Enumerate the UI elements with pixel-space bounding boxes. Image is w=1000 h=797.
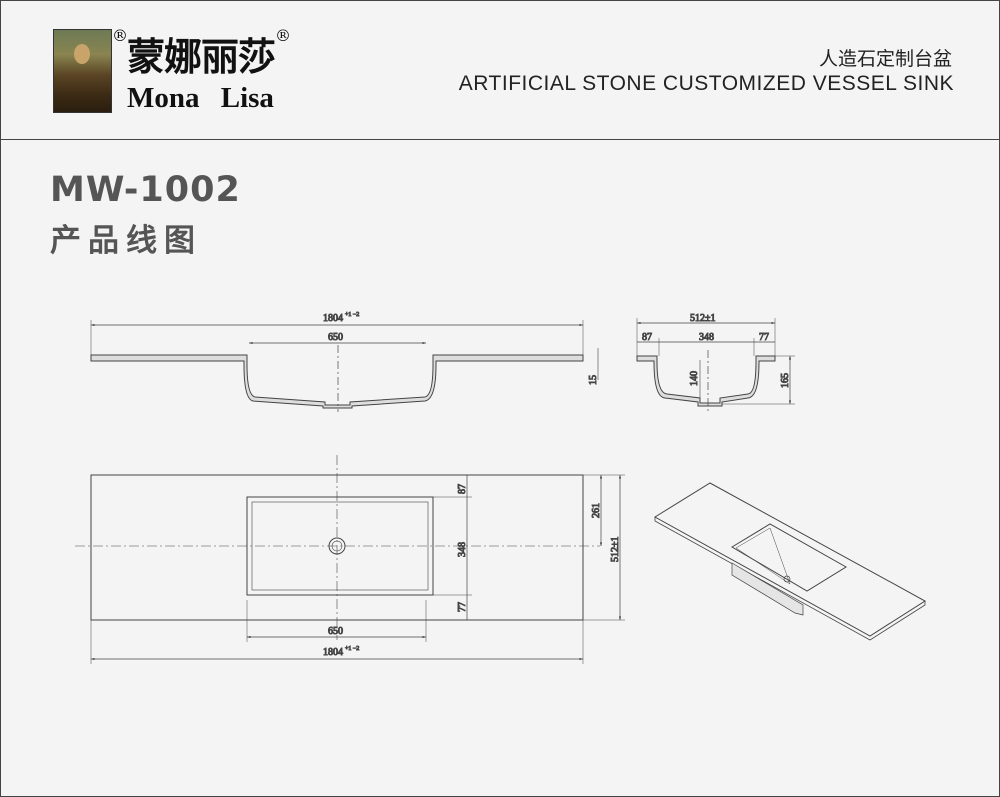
dim-basin-width: 650	[328, 332, 343, 343]
drawing-title: 产品线图	[50, 223, 202, 259]
header-divider	[0, 139, 1000, 140]
dim-side-back: 77	[759, 332, 769, 343]
dim-top-length-tol: +1 −2	[345, 646, 359, 652]
dim-top-basin-width: 650	[328, 626, 343, 637]
dim-side-depth: 512±1	[690, 313, 716, 324]
top-view	[75, 455, 625, 664]
isometric-view	[654, 482, 926, 641]
dim-top-center: 261	[591, 503, 602, 518]
brand-cn: ®蒙娜丽莎®	[112, 26, 291, 81]
model-number: MW-1002	[50, 170, 241, 210]
dim-top-depth: 512±1	[610, 537, 621, 563]
dim-top-length: 1804	[323, 647, 343, 658]
logo-face	[74, 44, 90, 64]
dim-top-basin: 348	[457, 542, 468, 557]
subtitle-cn: 人造石定制台盆	[818, 48, 952, 70]
subtitle-en: ARTIFICIAL STONE CUSTOMIZED VESSEL SINK	[458, 72, 954, 95]
dim-total-height: 165	[780, 373, 791, 388]
front-section-view	[90, 320, 599, 412]
registered-mark: ®	[275, 26, 291, 45]
brand-cn-text: 蒙娜丽莎	[127, 34, 276, 79]
dim-side-front: 87	[642, 332, 652, 343]
dim-top-back: 77	[457, 602, 468, 612]
dim-top-front: 87	[457, 484, 468, 494]
dim-slab-thickness: 15	[588, 375, 599, 385]
mona-lisa-logo-image	[53, 29, 112, 113]
dim-side-basin: 348	[699, 332, 714, 343]
registered-mark: ®	[112, 26, 128, 45]
side-section-view	[636, 318, 795, 412]
dim-basin-depth: 140	[689, 371, 700, 386]
brand-en: Mona Lisa	[127, 82, 274, 114]
dim-front-length-tol: +1 −2	[345, 312, 359, 318]
dim-front-length: 1804	[323, 313, 343, 324]
